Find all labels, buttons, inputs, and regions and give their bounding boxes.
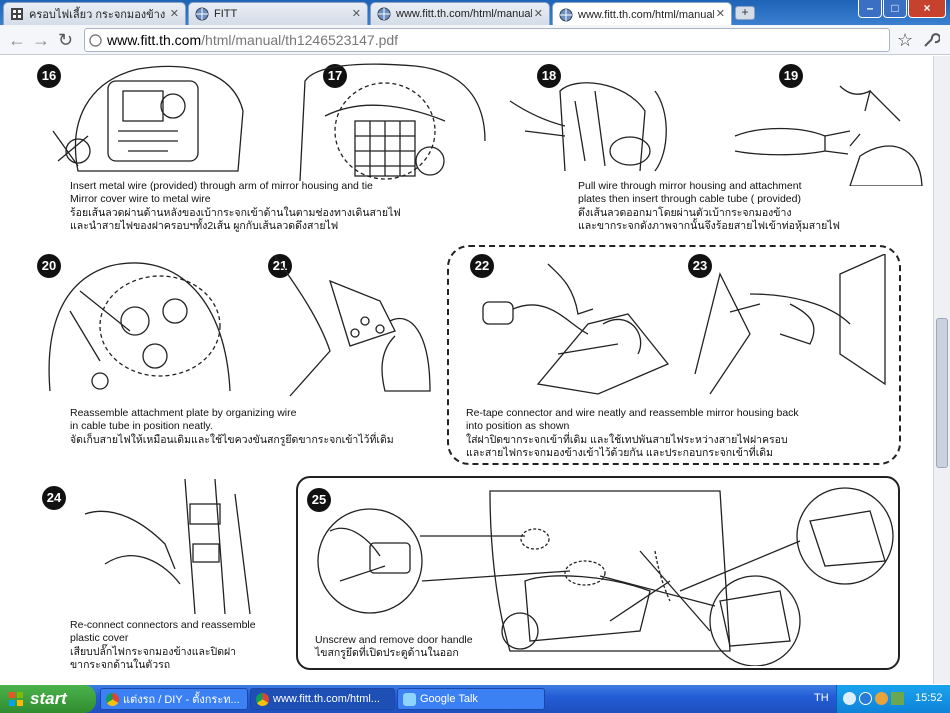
- wrench-icon[interactable]: [922, 31, 940, 49]
- illustration-step-20: [48, 262, 231, 392]
- clock[interactable]: 15:52: [915, 692, 943, 704]
- windows-flag-icon: [9, 692, 23, 706]
- caption-16-en: Insert metal wire (provided) through arm…: [70, 180, 373, 205]
- pdf-viewer[interactable]: 16 17 18 19 Insert metal wire (provided)…: [0, 56, 933, 684]
- caption-16-th: ร้อยเส้นลวดผ่านด้านหลังของเบ้ากระจกเข้าด…: [70, 207, 401, 232]
- tray-arrow-icon[interactable]: [843, 692, 856, 705]
- tab-title: ครอบไฟเลี้ยว กระจกมองข้าง: [29, 9, 166, 21]
- step-number-17: 17: [323, 64, 347, 88]
- illustration-step-22: [482, 263, 670, 395]
- caption-18-th: ดึงเส้นลวดออกมาโดยผ่านตัวเบ้ากระจกมองข้า…: [578, 207, 840, 232]
- minimize-button[interactable]: –: [858, 0, 882, 18]
- tab-2[interactable]: FITT ✕: [188, 2, 368, 25]
- taskbar-item-3[interactable]: Google Talk: [397, 688, 545, 710]
- maximize-button[interactable]: □: [883, 0, 907, 18]
- tab-close-icon[interactable]: ✕: [169, 8, 179, 20]
- grid-icon: [11, 8, 23, 20]
- step-number-19: 19: [779, 64, 803, 88]
- step-22-23-frame: [447, 245, 901, 465]
- chat-icon: [403, 693, 416, 706]
- illustration-step-23: [694, 254, 886, 395]
- url-host: www.fitt.th.com: [107, 32, 202, 48]
- taskbar-item-1[interactable]: แต่งรถ / DIY - ตั้งกระท...: [100, 688, 248, 710]
- bookmark-star-icon[interactable]: ☆: [897, 30, 914, 50]
- illustration-step-19: [734, 85, 923, 186]
- scrollbar-thumb[interactable]: [936, 318, 948, 468]
- taskbar-item-2[interactable]: www.fitt.th.com/html...: [250, 688, 395, 710]
- tab-strip: ครอบไฟเลี้ยว กระจกมองข้าง ✕ FITT ✕ www.f…: [0, 0, 950, 26]
- caption-25-th: ไขสกรูยึดที่เปิดประตูด้านในออก: [315, 647, 459, 659]
- step-number-22: 22: [470, 254, 494, 278]
- windows-taskbar: start แต่งรถ / DIY - ตั้งกระท... www.fit…: [0, 685, 950, 713]
- chrome-icon: [256, 693, 269, 706]
- caption-20-en: Reassemble attachment plate by organizin…: [70, 407, 297, 432]
- illustration-step-17: [299, 63, 486, 182]
- illustration-step-21: [274, 255, 431, 397]
- tray-network-icon[interactable]: [859, 692, 872, 705]
- tab-title: FITT: [214, 8, 238, 20]
- back-icon[interactable]: ←: [8, 30, 26, 50]
- tab-close-icon[interactable]: ✕: [533, 8, 543, 20]
- illustration-step-18: [509, 82, 667, 172]
- step-number-16: 16: [37, 64, 61, 88]
- illustration-step-25: [317, 487, 894, 666]
- caption-24-th: เสียบปลั๊กไฟกระจกมองข้างและปิดฝาขากระจกด…: [70, 646, 237, 671]
- chrome-icon: [106, 693, 119, 706]
- step-number-18: 18: [537, 64, 561, 88]
- tab-1[interactable]: ครอบไฟเลี้ยว กระจกมองข้าง ✕: [3, 2, 186, 25]
- caption-18-en: Pull wire through mirror housing and att…: [578, 180, 802, 205]
- caption-25-en: Unscrew and remove door handle: [315, 634, 473, 646]
- browser-toolbar: ← → ↻ www.fitt.th.com/html/manual/th1246…: [0, 25, 950, 55]
- start-button[interactable]: start: [0, 685, 96, 713]
- caption-22-th: ใส่ฝาปิดขากระจกเข้าที่เดิม และใช้เทปพันส…: [466, 434, 788, 459]
- globe-icon: [377, 7, 391, 21]
- page-icon: [89, 34, 102, 47]
- globe-icon: [559, 8, 573, 21]
- step-number-25: 25: [307, 488, 331, 512]
- tab-close-icon[interactable]: ✕: [715, 8, 725, 20]
- language-indicator[interactable]: TH: [814, 692, 829, 704]
- tray-status-icon[interactable]: [891, 692, 904, 705]
- illustration-step-16: [52, 65, 244, 172]
- close-button[interactable]: ×: [908, 0, 946, 18]
- caption-20-th: จัดเก็บสายไฟให้เหมือนเดิมและใช้ไขควงขันส…: [70, 434, 394, 446]
- step-number-24: 24: [42, 486, 66, 510]
- tab-4-active[interactable]: www.fitt.th.com/html/manual/ ✕: [552, 2, 732, 26]
- tab-title: www.fitt.th.com/html/manual/: [396, 8, 532, 20]
- address-bar[interactable]: www.fitt.th.com/html/manual/th1246523147…: [84, 28, 890, 52]
- illustration-step-24: [84, 478, 251, 615]
- tray-app-icon[interactable]: [875, 692, 888, 705]
- step-number-23: 23: [688, 254, 712, 278]
- new-tab-button[interactable]: +: [735, 6, 755, 20]
- system-tray: 15:52: [836, 685, 950, 713]
- tab-title: www.fitt.th.com/html/manual/: [578, 8, 714, 21]
- globe-icon: [195, 7, 209, 21]
- tab-close-icon[interactable]: ✕: [351, 8, 361, 20]
- step-25-frame: [296, 476, 900, 670]
- vertical-scrollbar[interactable]: [933, 56, 950, 684]
- step-number-20: 20: [37, 254, 61, 278]
- start-label: start: [30, 689, 67, 708]
- tab-3[interactable]: www.fitt.th.com/html/manual/ ✕: [370, 2, 550, 25]
- caption-22-en: Re-tape connector and wire neatly and re…: [466, 407, 799, 432]
- reload-icon[interactable]: ↻: [58, 30, 74, 50]
- url-path: /html/manual/th1246523147.pdf: [201, 32, 399, 48]
- forward-icon[interactable]: →: [32, 30, 50, 50]
